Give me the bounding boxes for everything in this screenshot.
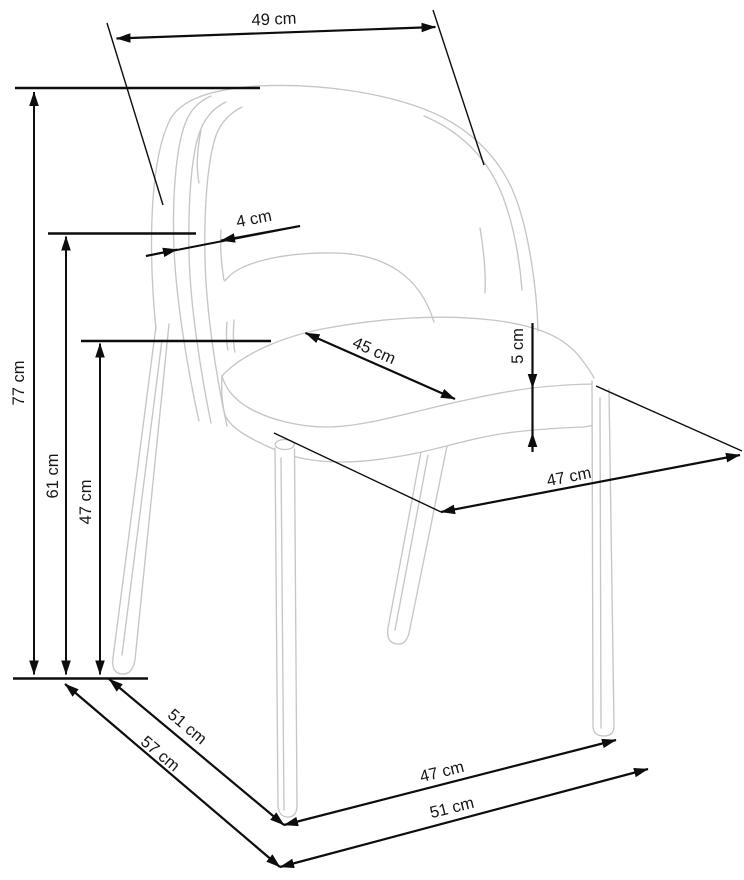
svg-text:49 cm: 49 cm bbox=[251, 10, 297, 30]
svg-text:61 cm: 61 cm bbox=[44, 454, 62, 499]
svg-text:5 cm: 5 cm bbox=[509, 328, 527, 364]
svg-text:77 cm: 77 cm bbox=[10, 361, 28, 406]
svg-text:47 cm: 47 cm bbox=[77, 480, 95, 525]
